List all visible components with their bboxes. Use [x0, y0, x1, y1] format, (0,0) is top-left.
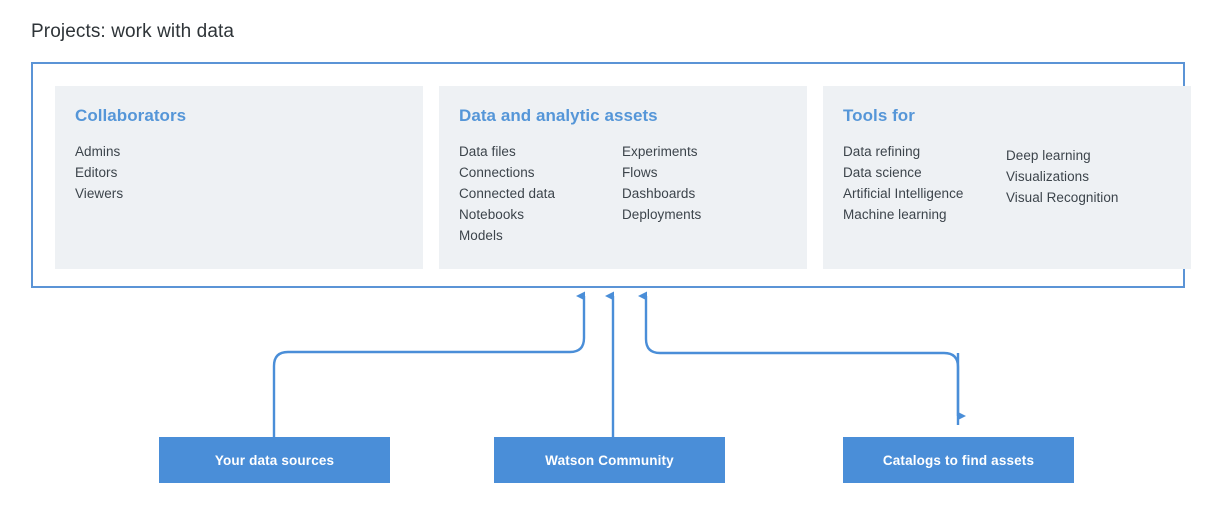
card-column-1: Data refining Data science Artificial In… [843, 141, 1006, 225]
source-box-watson-community[interactable]: Watson Community [494, 437, 725, 483]
list-item: Artificial Intelligence [843, 186, 964, 201]
panel-card-group: Collaborators Admins Editors Viewers Dat… [55, 86, 1191, 269]
page-title: Projects: work with data [31, 21, 235, 42]
list-item: Dashboards [622, 186, 696, 201]
projects-panel: Collaborators Admins Editors Viewers Dat… [31, 62, 1191, 288]
source-box-label: Catalogs to find assets [882, 452, 1035, 468]
list-item: Editors [75, 165, 118, 180]
list-item: Deep learning [1006, 148, 1091, 163]
card-data-and-analytic-assets: Data and analytic assets Data files Conn… [439, 86, 807, 269]
list-item: Data files [459, 144, 516, 159]
list-item: Visual Recognition [1006, 190, 1119, 205]
list-item: Flows [622, 165, 658, 180]
list-item: Experiments [622, 144, 698, 159]
list-item: Machine learning [843, 207, 947, 222]
card-columns: Data refining Data science Artificial In… [843, 141, 1191, 225]
list-item: Admins [75, 144, 121, 159]
list-item: Deployments [622, 207, 702, 222]
source-box-catalogs-to-find-assets[interactable]: Catalogs to find assets [843, 437, 1074, 483]
card-columns: Data files Connections Connected data No… [459, 141, 807, 246]
source-box-label: Watson Community [545, 452, 674, 468]
card-heading-tools-for: Tools for [843, 106, 915, 125]
list-item: Connected data [459, 186, 556, 201]
card-columns: Admins Editors Viewers [75, 141, 423, 204]
list-item: Notebooks [459, 207, 524, 222]
list-item: Data refining [843, 144, 921, 159]
list-item: Connections [459, 165, 535, 180]
card-column-2: Deep learning Visualizations Visual Reco… [1006, 141, 1181, 225]
card-collaborators: Collaborators Admins Editors Viewers [55, 86, 423, 269]
source-box-label: Your data sources [214, 452, 335, 468]
list-item: Data science [843, 165, 922, 180]
source-box-your-data-sources[interactable]: Your data sources [159, 437, 390, 483]
connector-projects-to-catalogs-upstream [638, 291, 960, 425]
list-item: Models [459, 228, 503, 243]
list-item: Visualizations [1006, 169, 1089, 184]
connector-data-sources-to-projects [272, 291, 586, 437]
list-item: Viewers [75, 186, 124, 201]
card-column-1: Admins Editors Viewers [75, 141, 238, 204]
card-heading-data-and-analytic-assets: Data and analytic assets [459, 106, 658, 125]
card-tools-for: Tools for Data refining Data science Art… [823, 86, 1191, 269]
card-heading-collaborators: Collaborators [75, 106, 187, 125]
card-column-2: Experiments Flows Dashboards Deployments [622, 141, 797, 246]
card-column-1: Data files Connections Connected data No… [459, 141, 622, 246]
